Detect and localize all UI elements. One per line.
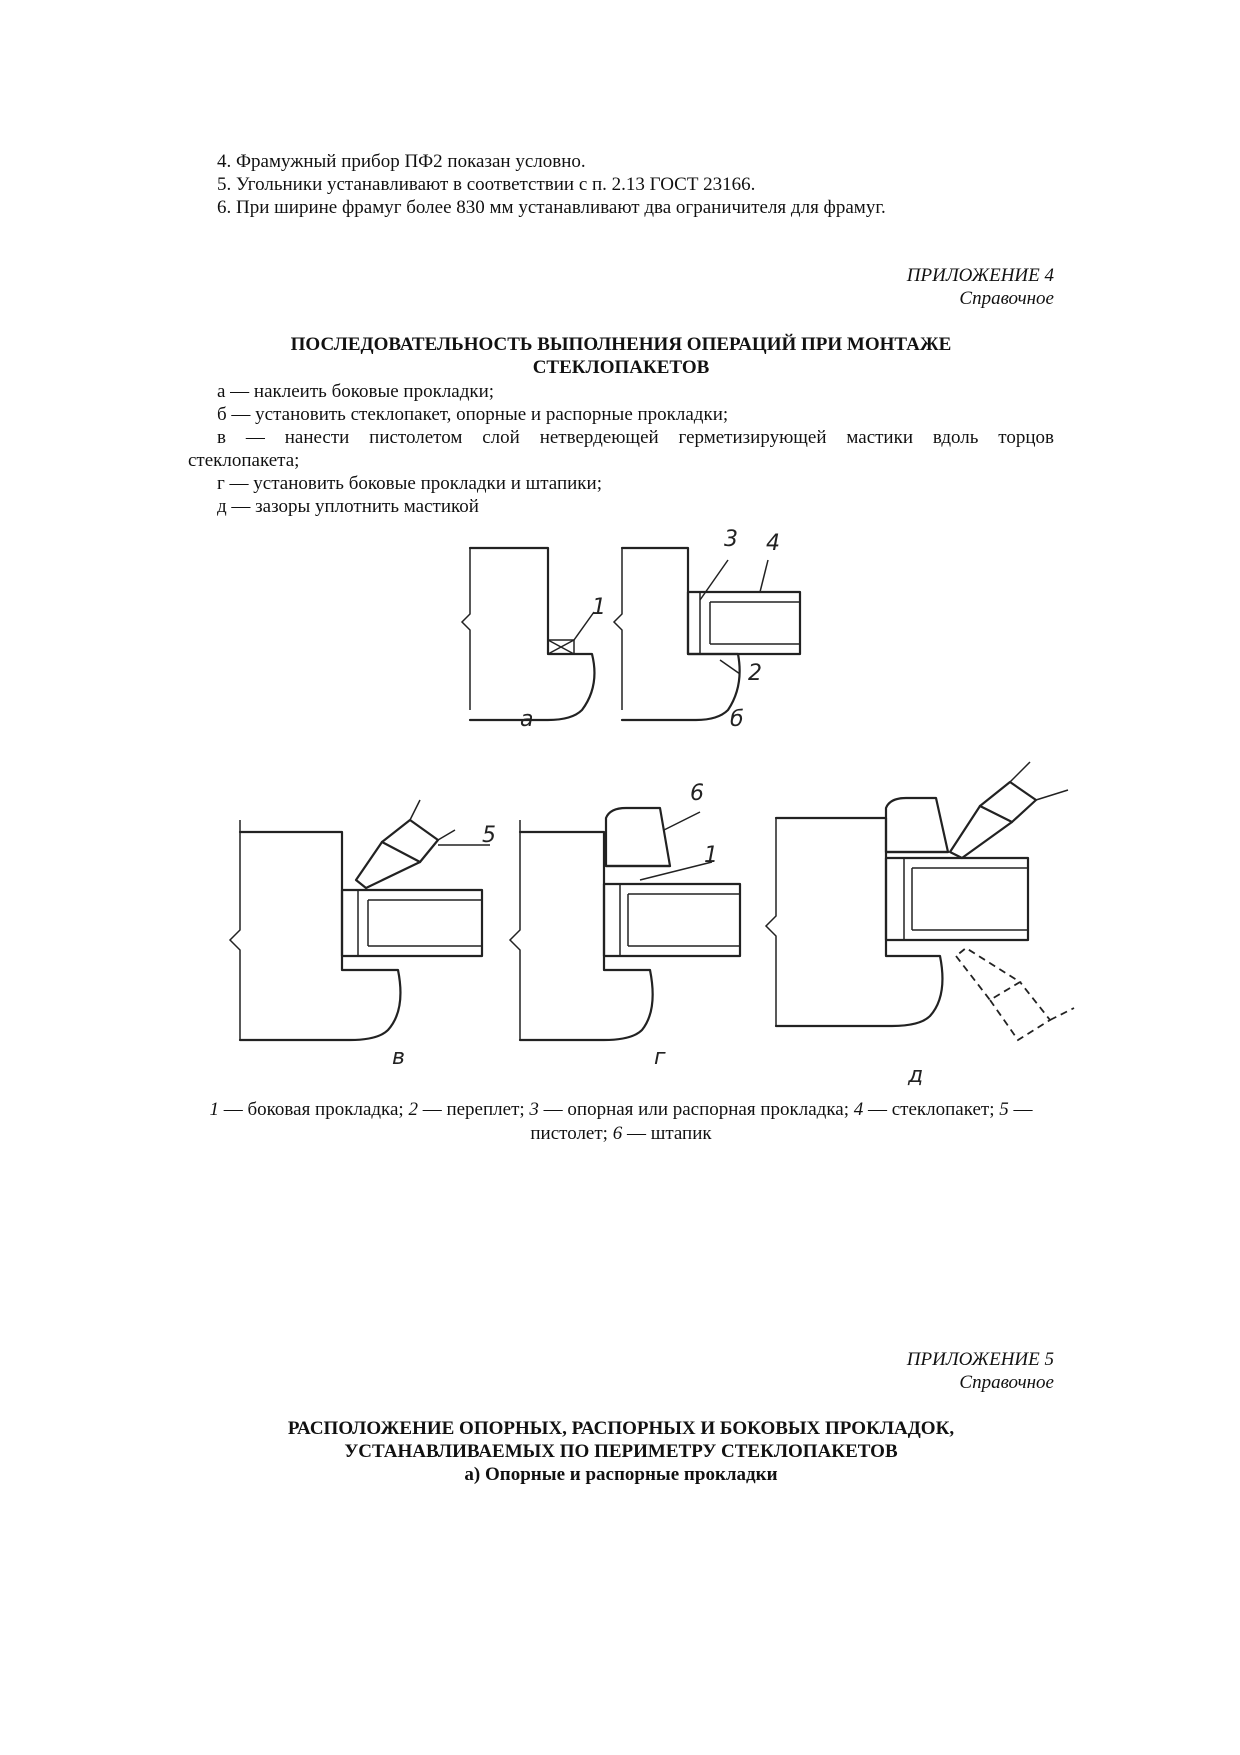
support-spacer-b (687, 591, 701, 655)
step-b: б — установить стеклопакет, опорные и ра… (217, 404, 729, 425)
sublabel-d: д (907, 1063, 923, 1088)
callout-3: 3 (724, 527, 738, 552)
callout-1-a: 1 (592, 595, 606, 620)
appendix-4-title-line2: СТЕКЛОПАКЕТОВ (532, 357, 710, 378)
sealant-d (885, 857, 905, 941)
note-4: 4. Фрамужный прибор ПФ2 показан условно. (217, 151, 586, 172)
appendix-5-label: ПРИЛОЖЕНИЕ 5 (906, 1349, 1054, 1370)
appendix-5-title-line1: РАСПОЛОЖЕНИЕ ОПОРНЫХ, РАСПОРНЫХ И БОКОВЫ… (287, 1418, 955, 1439)
step-a: а — наклеить боковые прокладки; (217, 381, 495, 402)
sash-profile-v (238, 830, 402, 1042)
callout-4: 4 (766, 531, 780, 556)
caption-num-2: 2 (408, 1099, 418, 1120)
subfigure-v (228, 799, 490, 1042)
installation-figure: 1 2 3 4 5 6 1 а б в г д (228, 527, 1075, 1088)
glass-unit-g (602, 882, 742, 958)
sash-profile-d (774, 816, 944, 1028)
gun-d-bottom (954, 946, 1022, 1002)
figure-caption: 1 — боковая прокладка; 2 — переплет; 3 —… (188, 1098, 1054, 1146)
sash-profile-a (468, 546, 596, 722)
caption-text-6: — штапик (622, 1123, 712, 1144)
gun-d-top (948, 804, 1014, 860)
appendix-4-title-line1: ПОСЛЕДОВАТЕЛЬНОСТЬ ВЫПОЛНЕНИЯ ОПЕРАЦИЙ П… (290, 334, 952, 355)
sublabel-v: в (392, 1045, 405, 1070)
step-v-line2: стеклопакета; (188, 450, 300, 471)
subfigure-a (460, 546, 596, 722)
caption-num-5: 5 (999, 1099, 1009, 1120)
sealant-v (341, 889, 359, 957)
note-5: 5. Угольники устанавливают в соответстви… (217, 174, 756, 195)
glazing-bead-g (604, 806, 672, 868)
glazing-bead-d (884, 796, 950, 854)
subfigure-d (764, 761, 1075, 1042)
appendix-5-type: Справочное (959, 1372, 1054, 1393)
caption-text-4: — стеклопакет; (863, 1099, 1000, 1120)
sublabel-b: б (730, 707, 744, 732)
appendix-5-subtitle: а) Опорные и распорные прокладки (464, 1464, 778, 1485)
sealant-g (603, 883, 621, 957)
note-6: 6. При ширине фрамуг более 830 мм устана… (217, 197, 886, 218)
gun-v (354, 840, 422, 890)
sublabel-g: г (654, 1045, 666, 1070)
step-v-line1: в — нанести пистолетом слой нетвердеющей… (217, 427, 1054, 448)
subfigure-g (508, 806, 742, 1042)
subfigure-b (612, 546, 802, 722)
caption-num-4: 4 (853, 1099, 864, 1120)
caption-num-3: 3 (529, 1099, 539, 1120)
side-gasket-a (547, 639, 575, 655)
appendix-4-label: ПРИЛОЖЕНИЕ 4 (906, 265, 1054, 286)
caption-num-1: 1 (209, 1099, 219, 1120)
appendix-4-type: Справочное (959, 288, 1054, 309)
callout-5: 5 (482, 823, 496, 848)
glass-unit-d (884, 856, 1030, 942)
sublabel-a: а (520, 707, 533, 732)
step-g: г — установить боковые прокладки и штапи… (217, 473, 602, 494)
caption-num-6: 6 (612, 1123, 623, 1144)
caption-text-2: — переплет; (417, 1099, 530, 1120)
callout-6: 6 (690, 781, 704, 806)
sash-profile-b (620, 546, 741, 722)
appendix-5-title-line2: УСТАНАВЛИВАЕМЫХ ПО ПЕРИМЕТРУ СТЕКЛОПАКЕТ… (344, 1441, 898, 1462)
sash-profile-g (518, 830, 654, 1042)
caption-text-3: — опорная или распорная прокладка; (538, 1099, 854, 1120)
callout-1-g: 1 (704, 843, 718, 868)
caption-text-1: — боковая прокладка; (218, 1099, 409, 1120)
callout-2: 2 (748, 661, 762, 686)
step-d: д — зазоры уплотнить мастикой (217, 496, 479, 517)
caption-text-5: — пистолет; (530, 1099, 1033, 1144)
